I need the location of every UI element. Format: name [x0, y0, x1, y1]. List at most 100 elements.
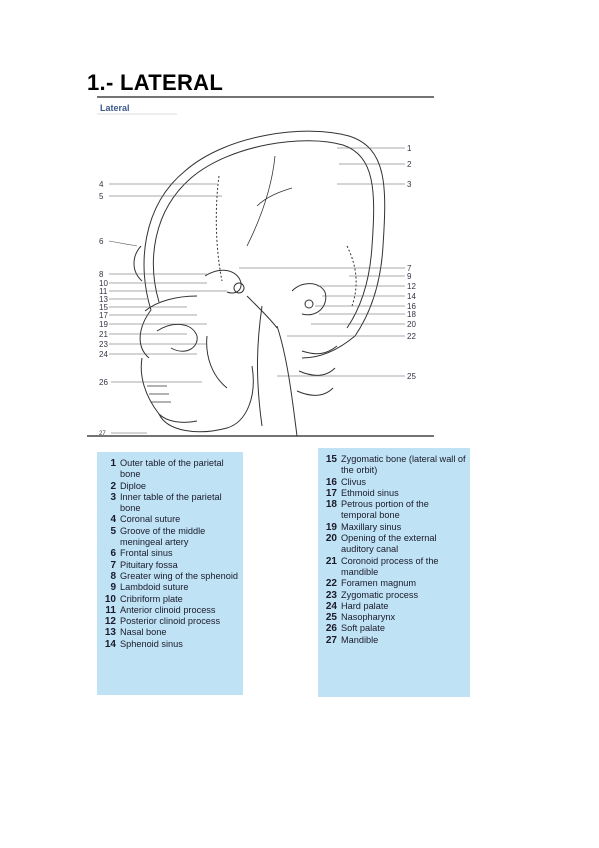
orbit-roof: [144, 295, 198, 312]
legend-text: Zygomatic process: [341, 589, 419, 600]
legend-number: 23: [325, 589, 337, 601]
orbit-lower: [156, 323, 198, 352]
legend-item: 11 Anterior clinoid process: [101, 605, 239, 616]
frontal-contour: [139, 309, 152, 359]
svg-text:18: 18: [407, 310, 416, 319]
svg-text:17: 17: [99, 311, 108, 320]
legend-item: 4 Coronal suture: [101, 514, 239, 525]
legend-number: 27: [325, 634, 337, 646]
clivus-line: [246, 295, 278, 329]
skull-outline: [133, 130, 386, 437]
svg-text:7: 7: [407, 264, 412, 273]
vertebra-2: [298, 367, 336, 376]
legend-text: Coronal suture: [120, 514, 181, 525]
legend-number: 3: [110, 491, 116, 503]
svg-text:13: 13: [99, 295, 108, 304]
svg-text:1: 1: [407, 144, 412, 153]
legend-number: 17: [325, 487, 337, 499]
legend-number: 20: [325, 533, 337, 545]
legend-text: Sphenoid sinus: [120, 638, 183, 649]
svg-text:14: 14: [407, 292, 416, 301]
legend-item: 19 Maxillary sinus: [322, 522, 466, 533]
legend-item: 14 Sphenoid sinus: [101, 639, 239, 650]
legend-item: 27 Mandible: [322, 635, 466, 646]
legend-number: 18: [325, 499, 337, 511]
svg-text:16: 16: [407, 302, 416, 311]
legend-number: 14: [104, 638, 116, 650]
svg-text:22: 22: [407, 332, 416, 341]
legend-item: 13 Nasal bone: [101, 627, 239, 638]
legend-text: Coronoid process of the mandible: [341, 555, 439, 577]
legend-item: 23 Zygomatic process: [322, 590, 466, 601]
legend-number: 9: [110, 582, 116, 594]
legend-item: 8 Greater wing of the sphenoid: [101, 571, 239, 582]
svg-text:27: 27: [99, 431, 106, 437]
sphenoid-contour: [204, 269, 242, 294]
pharynx-outline: [256, 305, 263, 427]
coronal-suture: [215, 175, 223, 282]
svg-text:12: 12: [407, 282, 416, 291]
vertebra-1: [301, 345, 338, 355]
vertebra-3: [296, 387, 334, 396]
legend-text: Soft palate: [341, 623, 385, 634]
legend-number: 19: [325, 521, 337, 533]
legend-number: 16: [325, 476, 337, 488]
legend-text: Greater wing of the sphenoid: [120, 570, 238, 581]
svg-text:23: 23: [99, 340, 108, 349]
legend-text: Maxillary sinus: [341, 521, 402, 532]
legend-number: 11: [105, 604, 116, 616]
legend-number: 13: [104, 627, 116, 639]
inner-table-line: [153, 140, 375, 329]
legend-text: Hard palate: [341, 600, 389, 611]
legend-number: 1: [110, 458, 116, 469]
legend-text: Petrous portion of the temporal bone: [341, 499, 429, 521]
legend-number: 4: [110, 514, 116, 526]
svg-text:21: 21: [99, 330, 108, 339]
legend-item: 18 Petrous portion of the temporal bone: [322, 499, 466, 522]
svg-text:9: 9: [407, 272, 412, 281]
svg-text:11: 11: [99, 287, 108, 296]
petrous-outline: [291, 283, 327, 316]
legend-number: 8: [110, 570, 116, 582]
legend-text: Outer table of the parietal bone: [120, 458, 224, 480]
svg-text:5: 5: [99, 192, 104, 201]
legend-item: 20 Opening of the external auditory canal: [322, 533, 466, 556]
legend-item: 5 Groove of the middle meningeal artery: [101, 526, 239, 549]
svg-text:4: 4: [99, 180, 104, 189]
legend-text: Opening of the external auditory canal: [341, 533, 437, 555]
svg-text:24: 24: [99, 350, 108, 359]
svg-text:3: 3: [407, 180, 412, 189]
legend-text: Groove of the middle meningeal artery: [120, 525, 206, 548]
legend-text: Mandible: [341, 634, 379, 645]
skull-lateral-diagram: Lateral: [87, 96, 434, 438]
legend-text: Foramen magnum: [341, 578, 417, 589]
face-front: [140, 357, 198, 423]
legend-text: Nasal bone: [120, 627, 167, 638]
legend-text: Clivus: [341, 476, 367, 487]
svg-text:26: 26: [99, 378, 108, 387]
svg-text:25: 25: [407, 372, 416, 381]
spine-front: [276, 325, 298, 437]
legend-number: 22: [325, 578, 337, 590]
legend-number: 2: [110, 480, 116, 492]
legend-text: Ethmoid sinus: [341, 487, 399, 498]
legend-number: 25: [325, 612, 337, 624]
svg-text:20: 20: [407, 320, 416, 329]
pituitary-fossa: [233, 282, 245, 294]
legend-text: Anterior clinoid process: [120, 604, 216, 615]
legend-number: 5: [110, 525, 116, 537]
svg-text:2: 2: [407, 160, 412, 169]
legend-number: 10: [104, 593, 116, 605]
